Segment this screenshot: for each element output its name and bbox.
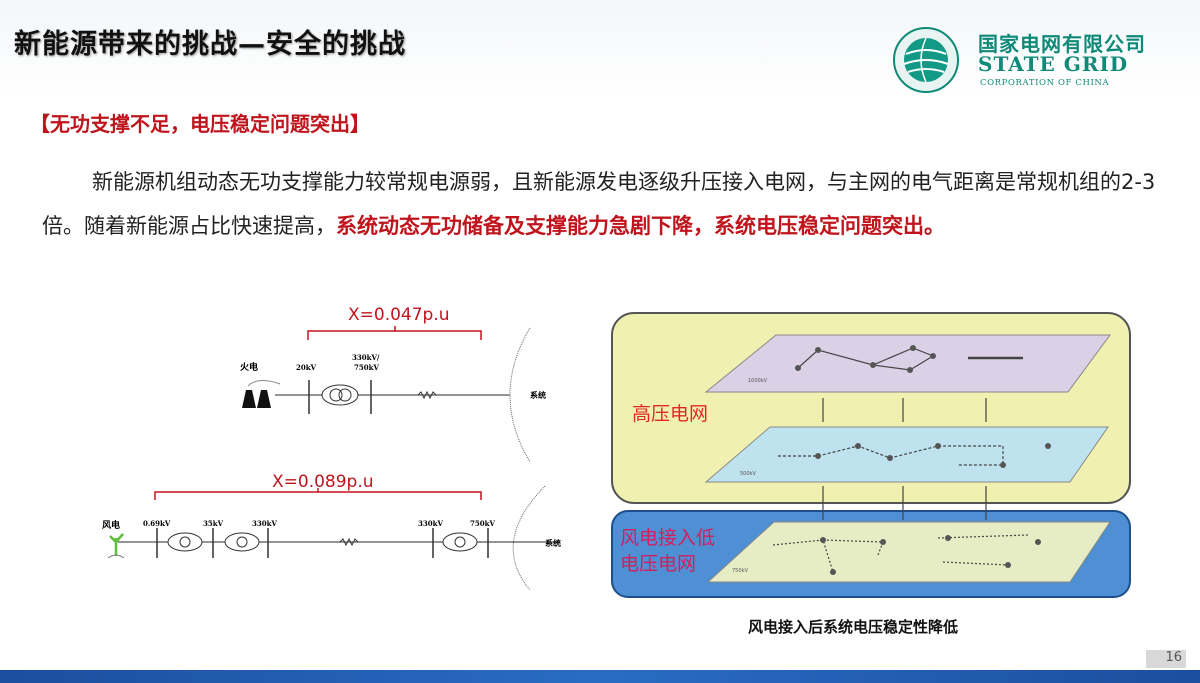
transformer-icon: [321, 384, 359, 406]
paragraph-end: 。: [924, 214, 945, 238]
logo-name-cn: 国家电网有限公司: [978, 32, 1146, 56]
layer-label: 500kV: [740, 471, 756, 477]
low-voltage-label-2: 电压电网: [620, 553, 696, 575]
power-plant-icon: [242, 380, 281, 408]
transformer-icon: [442, 532, 478, 552]
thermal-bus-label: 330kV/: [352, 353, 380, 362]
low-voltage-label-1: 风电接入低: [620, 527, 715, 549]
footer-bar: [0, 670, 1200, 683]
paragraph-highlight: 系统动态无功储备及支撑能力急剧下降，系统电压稳定问题突出: [336, 214, 924, 238]
page-number: 16: [1146, 650, 1186, 668]
wind-bus-label: 750kV: [470, 519, 495, 528]
state-grid-logo: 国家电网有限公司 STATE GRID CORPORATION OF CHINA: [888, 24, 1178, 94]
wind-system-label: 系统: [545, 538, 561, 548]
wind-bus-label: 35kV: [203, 519, 224, 528]
logo-sub-en: CORPORATION OF CHINA: [980, 78, 1110, 88]
transformer-icon: [167, 532, 203, 552]
network-nodes: [795, 345, 1051, 575]
thermal-system-label: 系统: [530, 390, 546, 400]
thermal-bracket: [307, 326, 482, 340]
impedance-icon: [339, 537, 359, 547]
impedance-icon: [417, 390, 437, 400]
body-paragraph: 新能源机组动态无功支撑能力较常规电源弱，且新能源发电逐级升压接入电网，与主网的电…: [42, 160, 1162, 248]
wind-bus-label: 0.69kV: [143, 519, 171, 528]
thermal-bus-label: 20kV: [296, 363, 317, 372]
wind-reactance-label: X=0.089p.u: [272, 472, 374, 492]
globe-logo-icon: [893, 27, 959, 93]
slide-title: 新能源带来的挑战—安全的挑战: [14, 29, 406, 60]
layer-1000kv: [704, 334, 1111, 393]
wind-bracket: [154, 488, 482, 500]
transformer-icon: [224, 532, 260, 552]
layer-label: 1000kV: [748, 378, 768, 384]
system-arc: [512, 485, 546, 590]
connection-diagrams: X=0.047p.u 火电 20kV 330kV/ 750kV 系统 X=0.0…: [102, 305, 561, 590]
thermal-bus-label: 750kV: [354, 363, 379, 372]
layer-750kv: [706, 521, 1111, 583]
layer-label: 750kV: [732, 568, 748, 574]
logo-name-en: STATE GRID: [978, 52, 1129, 76]
wind-source-label: 风电: [102, 519, 120, 531]
wind-diagram: X=0.089p.u 风电 0.69kV 35kV 330kV 330kV 75…: [102, 472, 561, 590]
layer-500kv: [704, 426, 1109, 483]
thermal-source-label: 火电: [240, 361, 258, 373]
wind-bus-label: 330kV: [252, 519, 277, 528]
section-subtitle: 【无功支撑不足，电压稳定问题突出】: [30, 112, 370, 136]
figure-caption: 风电接入后系统电压稳定性降低: [748, 618, 959, 636]
thermal-diagram: X=0.047p.u 火电 20kV 330kV/ 750kV 系统: [240, 305, 546, 463]
system-arc: [509, 327, 531, 463]
thermal-reactance-label: X=0.047p.u: [348, 305, 450, 325]
high-voltage-label: 高压电网: [632, 403, 708, 425]
wind-bus-label: 330kV: [418, 519, 443, 528]
paragraph-text: 新能源机组动态无功支撑能力较常规电源弱，且新能源发电逐级升压接入电网，与主网的电…: [42, 170, 1156, 238]
wind-turbine-icon: [107, 533, 125, 559]
grid-layers-figure: 1000kV 500kV 750kV 高压电网 风电接入低 电压电网: [608, 310, 1134, 602]
